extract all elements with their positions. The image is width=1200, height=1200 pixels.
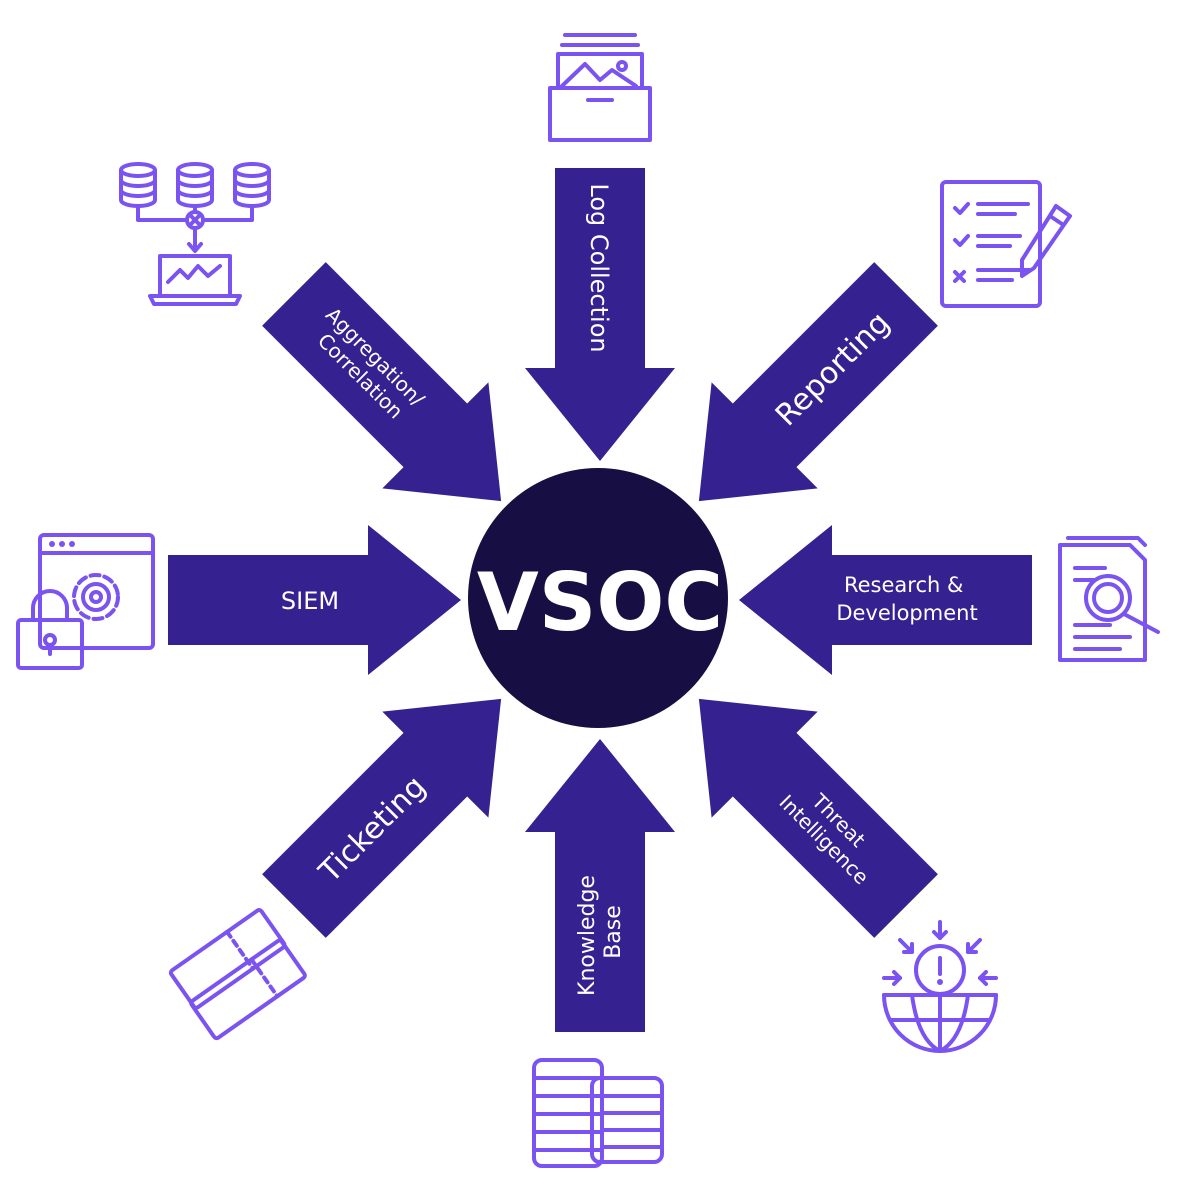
arrow-label-research-line-1: Research & (844, 573, 963, 597)
arrow-threat-intelligence: Threat Intelligence (698, 698, 938, 938)
database-merge-laptop-icon (119, 162, 271, 306)
arrow-log-collection: Log Collection (525, 168, 675, 461)
arrow-aggregation-correlation: Aggregation/ Correlation (262, 262, 502, 502)
globe-alert-icon (882, 920, 998, 1053)
arrow-siem: SIEM (168, 525, 461, 675)
arrow-label-log-collection: Log Collection (585, 183, 613, 352)
vsoc-hub (468, 468, 728, 728)
arrow-label-siem: SIEM (281, 587, 339, 615)
checklist-pencil-icon (940, 180, 1072, 308)
arrow-label-knowledge-base-line-1: Knowledge (575, 875, 600, 996)
arrow-label-knowledge-base: Knowledge Base (575, 868, 626, 996)
vsoc-hub-label: VSOC (477, 556, 723, 649)
document-magnifier-icon (1058, 536, 1160, 662)
coin-stacks-icon (532, 1058, 664, 1168)
arrow-knowledge-base: Knowledge Base (525, 739, 675, 1032)
arrow-ticketing: Ticketing (262, 698, 502, 938)
tickets-icon (168, 908, 307, 1041)
arrow-label-research-development: Research & Development (836, 573, 977, 625)
browser-gear-lock-icon (16, 533, 155, 670)
arrow-research-development: Research & Development (739, 525, 1032, 675)
archive-box-icon (548, 33, 652, 142)
arrow-reporting: Reporting (698, 262, 938, 502)
arrow-label-research-line-2: Development (836, 601, 977, 625)
arrow-label-knowledge-base-line-2: Base (601, 905, 626, 959)
